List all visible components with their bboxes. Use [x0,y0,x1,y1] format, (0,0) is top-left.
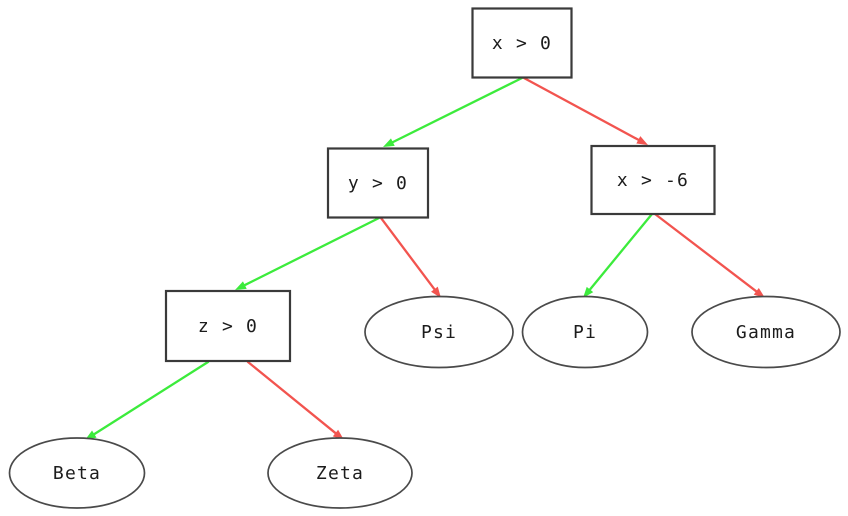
node-label: Pi [573,322,597,343]
node-label: x > -6 [617,170,689,191]
node-zeta[interactable]: Zeta [267,437,413,509]
edge-line [379,216,436,291]
leaf-node-ellipse[interactable] [521,295,649,369]
leaf-node-ellipse[interactable] [8,437,146,509]
edge-line [653,212,758,293]
edge-true-x_gt_m6-to-pi [583,212,654,298]
leaf-node-ellipse[interactable] [267,437,413,509]
decision-node-box[interactable] [471,7,573,79]
edge-true-y_gt_0-to-z_gt_0 [235,216,381,290]
decision-node-box[interactable] [590,144,716,216]
edge-line [588,212,654,291]
edge-line [93,360,210,436]
node-pi[interactable]: Pi [521,295,649,369]
node-z_gt_0[interactable]: z > 0 [164,289,292,363]
leaf-node-ellipse[interactable] [691,295,841,369]
node-label: Beta [53,463,101,484]
edge-arrowhead-icon [431,286,441,298]
node-label: z > 0 [198,316,258,337]
edge-arrowhead-icon [583,286,594,298]
node-y_gt_0[interactable]: y > 0 [326,147,430,219]
node-label: y > 0 [348,173,408,194]
edge-false-root-to-x_gt_m6 [522,76,648,145]
leaf-node-ellipse[interactable] [364,295,514,369]
node-label: Psi [421,322,457,343]
decision-node-box[interactable] [164,289,292,363]
edge-arrowhead-icon [383,138,395,147]
node-psi[interactable]: Psi [364,295,514,369]
edge-false-y_gt_0-to-psi [379,216,441,298]
edge-line [522,76,640,141]
edge-true-root-to-y_gt_0 [383,76,524,147]
node-x_gt_m6[interactable]: x > -6 [590,144,716,216]
edges-layer [85,76,765,440]
edge-line [243,216,381,287]
decision-node-box[interactable] [326,147,430,219]
node-root[interactable]: x > 0 [471,7,573,79]
edge-false-z_gt_0-to-zeta [246,360,344,440]
node-label: Gamma [736,322,796,343]
edge-arrowhead-icon [753,287,765,298]
node-label: x > 0 [492,33,552,54]
node-label: Zeta [316,463,364,484]
edge-line [246,360,337,435]
edge-arrowhead-icon [235,281,247,290]
edge-false-x_gt_m6-to-gamma [653,212,765,298]
edge-arrowhead-icon [636,136,648,145]
node-beta[interactable]: Beta [8,437,146,509]
edge-true-z_gt_0-to-beta [85,360,210,440]
edge-line [391,76,524,144]
node-gamma[interactable]: Gamma [691,295,841,369]
